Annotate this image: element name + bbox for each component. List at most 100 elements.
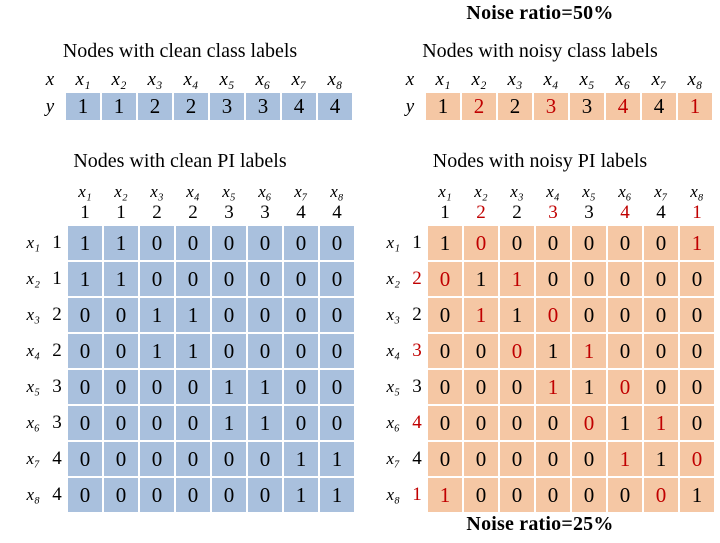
matrix-cell: 0 — [608, 370, 642, 404]
matrix-row-label-y: 4 — [412, 448, 422, 469]
matrix-cell: 0 — [320, 298, 354, 332]
matrix-row-label-y: 2 — [412, 304, 422, 325]
matrix-column-header-y: 3 — [260, 202, 270, 223]
matrix-cell: 0 — [68, 370, 102, 404]
matrix-column-header-y: 3 — [584, 202, 594, 223]
matrix-column-header-y: 2 — [476, 202, 486, 223]
class-label-cell: 4 — [282, 93, 316, 120]
matrix-cell: 0 — [500, 226, 534, 260]
matrix-cell: 1 — [212, 406, 246, 440]
matrix-cell: 0 — [644, 370, 678, 404]
matrix-row-label-x: x₈ — [386, 485, 400, 504]
matrix-cell: 0 — [104, 298, 138, 332]
matrix-cell: 1 — [104, 262, 138, 296]
noisy-class-y-label: y — [405, 95, 415, 117]
matrix-cell: 0 — [104, 370, 138, 404]
matrix-cell: 0 — [104, 478, 138, 512]
matrix-row-label-y: 1 — [52, 232, 62, 253]
noisy-class-x-label: x — [405, 68, 415, 90]
matrix-column-header-x: x₆ — [618, 182, 632, 201]
clean-class-y-label: y — [45, 95, 55, 117]
matrix-cell: 0 — [140, 406, 174, 440]
matrix-cell: 0 — [248, 478, 282, 512]
matrix-cell: 0 — [176, 442, 210, 476]
class-label-cell: 3 — [246, 93, 280, 120]
column-header-cell: x₇ — [651, 69, 667, 90]
matrix-cell: 1 — [284, 478, 318, 512]
matrix-cell: 0 — [176, 370, 210, 404]
matrix-cell: 0 — [140, 442, 174, 476]
column-header-cell: x₃ — [507, 69, 523, 90]
matrix-cell: 0 — [140, 370, 174, 404]
matrix-cell: 0 — [608, 334, 642, 368]
class-label-cell: 1 — [678, 93, 712, 120]
matrix-cell: 0 — [536, 478, 570, 512]
column-header-cell: x₇ — [291, 69, 307, 90]
noise-ratio-top-label: Noise ratio=50% — [466, 2, 614, 24]
matrix-cell: 1 — [248, 406, 282, 440]
matrix-row-label: x₁ 1 — [6, 226, 68, 260]
matrix-cell: 0 — [608, 478, 642, 512]
matrix-cell: 0 — [68, 406, 102, 440]
matrix-row-label-y: 4 — [52, 448, 62, 469]
matrix-column-header-y: 1 — [440, 202, 450, 223]
matrix-cell: 0 — [68, 478, 102, 512]
matrix-row-label-y: 3 — [412, 376, 422, 397]
matrix-cell: 0 — [176, 226, 210, 260]
matrix-cell: 0 — [248, 298, 282, 332]
matrix-row-label: x₂ 1 — [6, 262, 68, 296]
column-header-cell: x₄ — [183, 69, 199, 90]
matrix-row-label-y: 3 — [52, 376, 62, 397]
noisy-pi-corner-spacer — [366, 182, 428, 226]
matrix-row-label-x: x₁ — [26, 233, 40, 252]
column-header-cell: x₆ — [255, 69, 271, 90]
matrix-cell: 0 — [572, 442, 606, 476]
class-label-cell: 1 — [102, 93, 136, 120]
matrix-row-label-x: x₄ — [26, 341, 40, 360]
matrix-cell: 0 — [104, 334, 138, 368]
matrix-cell: 0 — [176, 406, 210, 440]
matrix-cell: 0 — [572, 406, 606, 440]
matrix-cell: 1 — [104, 226, 138, 260]
matrix-column-header-y: 1 — [692, 202, 702, 223]
matrix-row-label-y: 1 — [52, 268, 62, 289]
matrix-cell: 1 — [608, 442, 642, 476]
clean-pi-section-title: Nodes with clean PI labels — [73, 150, 287, 172]
matrix-column-header-y: 2 — [152, 202, 162, 223]
matrix-cell: 1 — [464, 262, 498, 296]
matrix-cell: 0 — [572, 478, 606, 512]
matrix-cell: 0 — [644, 226, 678, 260]
matrix-cell: 0 — [284, 370, 318, 404]
matrix-cell: 0 — [248, 442, 282, 476]
matrix-cell: 1 — [536, 370, 570, 404]
matrix-cell: 0 — [248, 262, 282, 296]
matrix-row-label-x: x₂ — [26, 269, 40, 288]
matrix-row-label-x: x₇ — [386, 449, 400, 468]
